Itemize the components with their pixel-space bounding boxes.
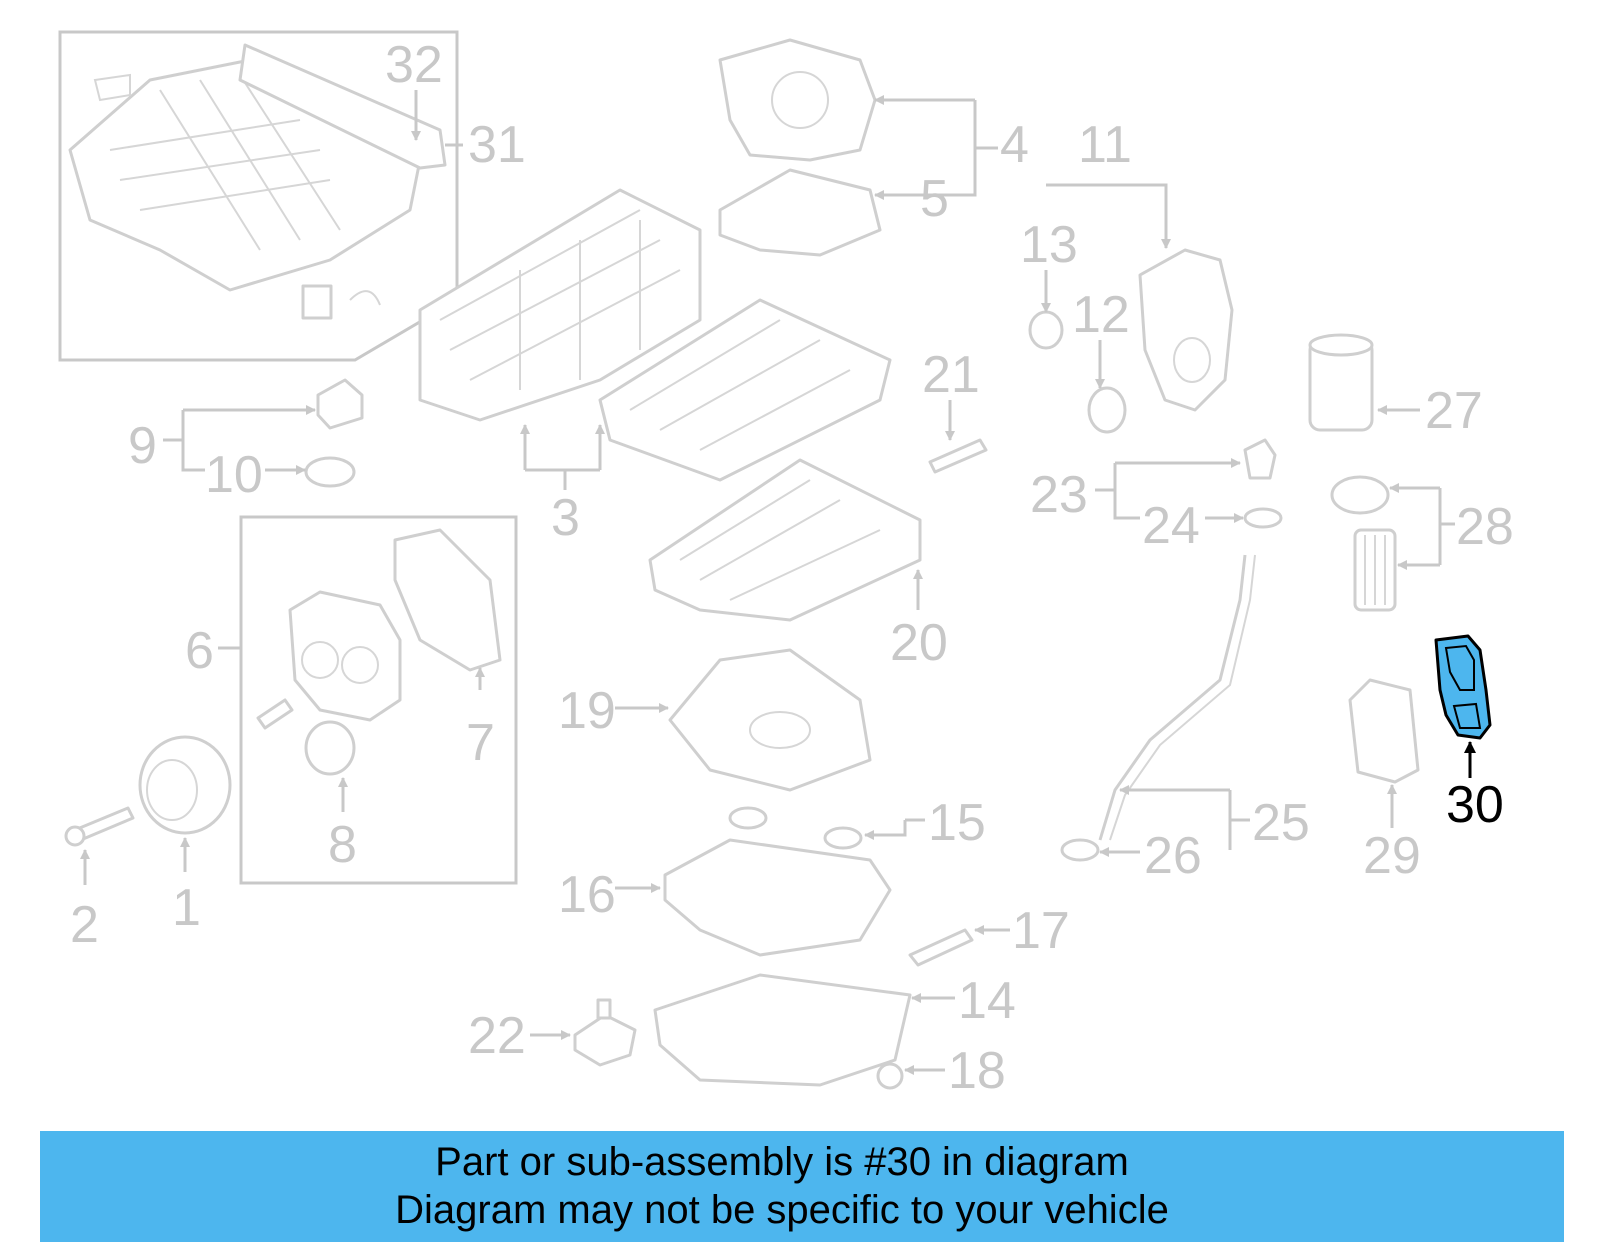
block-20	[648, 458, 922, 622]
oil-cap-9	[316, 378, 364, 430]
callout-22: 22	[468, 1007, 526, 1065]
banner-line-1: Part or sub-assembly is #30 in diagram	[435, 1140, 1129, 1184]
part-19	[668, 648, 872, 792]
callout-14: 14	[958, 972, 1016, 1030]
callout-30: 30	[1446, 776, 1504, 834]
drain-plug-18	[876, 1062, 904, 1090]
sealant-21	[928, 438, 988, 474]
callout-29: 29	[1363, 827, 1421, 885]
callout-5: 5	[920, 170, 949, 228]
callout-28: 28	[1456, 498, 1514, 556]
pulley-1	[64, 735, 232, 847]
callout-6: 6	[185, 622, 214, 680]
callout-20: 20	[890, 614, 948, 672]
callout-3: 3	[551, 489, 580, 547]
filler-23	[1243, 438, 1277, 480]
highlighted-part-30[interactable]	[1434, 634, 1492, 740]
oil-pan-gasket-16	[663, 838, 892, 957]
washer-24	[1243, 507, 1283, 529]
callout-2: 2	[70, 896, 99, 954]
callout-numbers: 32 31 4 5 11 13 12 21 27 9 10 23 24 28 3…	[70, 36, 1514, 1100]
oring-10	[304, 456, 356, 488]
sensor-22	[573, 1013, 637, 1067]
callout-23: 23	[1030, 466, 1088, 524]
callout-18: 18	[948, 1042, 1006, 1100]
callout-17: 17	[1012, 902, 1070, 960]
oil-cooler-29	[1348, 678, 1420, 784]
callout-16: 16	[558, 866, 616, 924]
callout-15: 15	[928, 794, 986, 852]
callout-21: 21	[922, 346, 980, 404]
oring-15b	[823, 826, 863, 850]
plug-13	[1028, 310, 1064, 350]
callout-31: 31	[468, 116, 526, 174]
oring-15a	[728, 806, 768, 830]
callout-27: 27	[1425, 382, 1483, 440]
callout-4: 4	[1000, 116, 1029, 174]
banner-line-2: Diagram may not be specific to your vehi…	[395, 1188, 1169, 1232]
upper-cover-4-5	[718, 38, 882, 257]
callout-1: 1	[172, 879, 201, 937]
dipstick-tube-25	[1098, 554, 1247, 841]
oil-filter-27	[1308, 333, 1374, 432]
info-banner: Part or sub-assembly is #30 in diagram D…	[40, 1131, 1564, 1242]
oring-26	[1060, 838, 1100, 862]
callout-7: 7	[466, 714, 495, 772]
cylinder-head-3	[418, 188, 892, 482]
callout-10: 10	[205, 446, 263, 504]
callout-19: 19	[558, 682, 616, 740]
oring-28	[1330, 475, 1390, 515]
intake-gasket-32	[238, 43, 447, 170]
intake-manifold-group	[58, 30, 459, 362]
callout-9: 9	[128, 417, 157, 475]
seal-12	[1087, 386, 1127, 434]
callout-13: 13	[1020, 216, 1078, 274]
callout-26: 26	[1144, 827, 1202, 885]
callout-32: 32	[385, 36, 443, 94]
callout-25: 25	[1252, 794, 1310, 852]
callout-12: 12	[1072, 286, 1130, 344]
timing-cover-11	[1138, 248, 1234, 412]
sealant-17	[908, 928, 974, 967]
leader-lines	[80, 90, 1476, 1075]
front-cover-group	[239, 515, 518, 885]
callout-8: 8	[328, 816, 357, 874]
oil-pan-14	[653, 973, 912, 1087]
callout-24: 24	[1142, 497, 1200, 555]
callout-11: 11	[1078, 116, 1132, 174]
